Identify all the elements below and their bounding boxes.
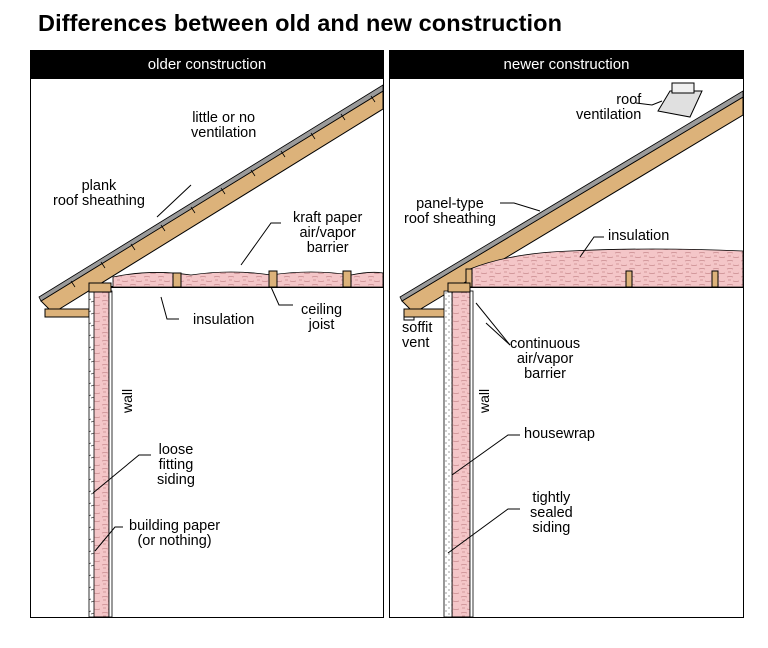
panel-header-old: older construction <box>31 51 383 79</box>
label-continuous-barrier: continuous air/vapor barrier <box>510 336 581 382</box>
panel-header-new: newer construction <box>390 51 743 79</box>
label-plank-sheathing: plank roof sheathing <box>53 178 145 209</box>
label-panel-sheathing: panel-type roof sheathing <box>404 196 496 227</box>
label-building-paper: building paper (or nothing) <box>129 518 221 549</box>
old-construction-drawing <box>38 84 383 617</box>
label-roof-ventilation: roof ventilation <box>576 92 642 123</box>
label-little-ventilation: little or no ventilation <box>191 110 257 141</box>
label-ceiling-joist: ceiling joist <box>301 302 343 333</box>
label-loose-siding: loose fitting siding <box>157 442 195 488</box>
label-insulation-new: insulation <box>608 228 670 244</box>
older-construction-panel: older construction <box>30 50 384 618</box>
new-eave <box>403 308 449 318</box>
old-attic-insulation <box>112 270 383 288</box>
new-attic-insulation <box>465 248 743 288</box>
roof-vent-icon <box>657 82 703 118</box>
label-insulation-old: insulation <box>193 312 255 328</box>
old-leaders <box>92 184 293 552</box>
page-title: Differences between old and new construc… <box>38 10 563 36</box>
label-housewrap: housewrap <box>524 426 595 442</box>
old-eave <box>44 308 90 318</box>
label-kraft-barrier: kraft paper air/vapor barrier <box>293 210 363 256</box>
new-roof <box>399 90 743 314</box>
label-wall-new: wall <box>476 388 492 413</box>
label-tightly-sealed-siding: tightly sealed siding <box>530 490 573 536</box>
old-wall <box>88 282 113 617</box>
new-wall <box>443 282 474 617</box>
new-construction-drawing <box>399 82 743 617</box>
label-soffit-vent: soffit vent <box>402 320 433 351</box>
label-wall-old: wall <box>119 388 135 413</box>
new-leaders <box>447 100 663 554</box>
newer-construction-panel: newer construction <box>389 50 744 618</box>
